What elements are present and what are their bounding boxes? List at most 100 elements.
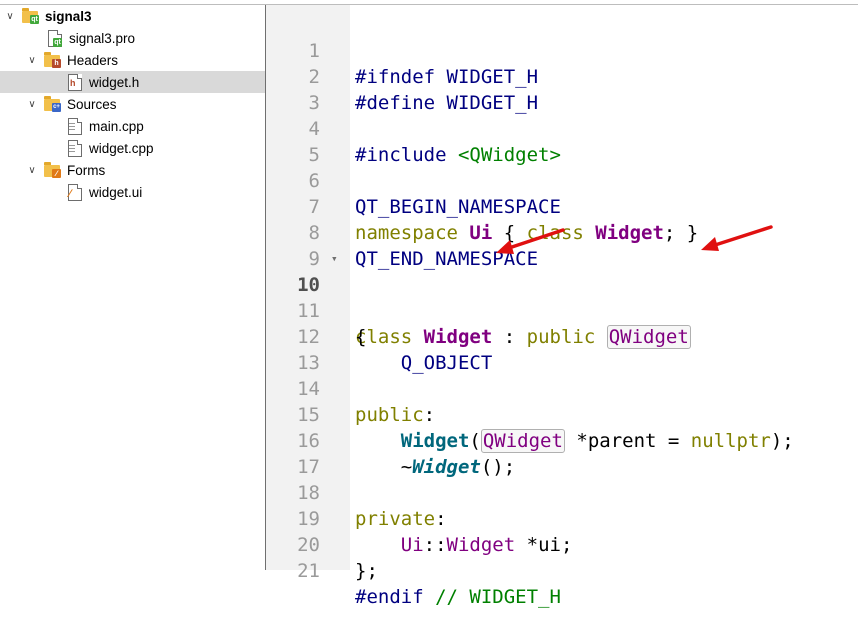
line-number: 20 <box>297 534 320 556</box>
tree-item-sources[interactable]: ∨ c+ Sources <box>26 93 117 115</box>
punctuation: ; } <box>663 222 699 244</box>
line-number: 16 <box>297 430 320 452</box>
cpp-file-icon <box>66 118 83 135</box>
tree-item-label: Headers <box>67 52 119 68</box>
punctuation: { <box>355 326 367 348</box>
code-line[interactable]: 17 <box>266 428 858 478</box>
tree-item-headers[interactable]: ∨ h Headers <box>26 49 118 71</box>
constructor-name: Widget <box>400 430 470 452</box>
punctuation: ); <box>770 430 794 452</box>
tree-item-forms[interactable]: ∨ ∕ Forms <box>26 159 105 181</box>
code-line[interactable]: 20 }; <box>266 506 858 582</box>
code-line[interactable]: 19 Ui::Widget *ui; <box>266 480 858 556</box>
class-name: Widget <box>423 326 493 348</box>
ui-file-icon: ∕ <box>66 184 83 201</box>
code-line[interactable]: 14 public: <box>266 350 858 426</box>
line-number: 21 <box>297 560 320 582</box>
keyword: namespace <box>355 222 458 244</box>
code-line[interactable]: 11 { <box>266 272 858 348</box>
keyword: public <box>355 404 424 426</box>
line-number-gutter <box>266 5 350 570</box>
code-line[interactable]: 13 <box>266 324 858 374</box>
cpp-file-icon <box>66 140 83 157</box>
project-tree[interactable]: ∨ qt signal3 qt signal3.pro ∨ h Headers … <box>0 5 265 570</box>
line-number: 5 <box>308 144 320 166</box>
code-line[interactable]: 2 #define WIDGET_H <box>266 38 858 114</box>
line-number: 18 <box>297 482 320 504</box>
chevron-down-icon[interactable]: ∨ <box>28 98 36 110</box>
fold-marker-icon[interactable]: ▾ <box>331 252 338 265</box>
parameter: *parent = <box>564 430 691 452</box>
destructor-tilde: ~ <box>355 456 413 478</box>
keyword: class <box>355 326 413 348</box>
tree-item-project[interactable]: ∨ qt signal3 <box>4 5 92 27</box>
line-number: 1 <box>308 40 320 62</box>
keyword: public <box>526 326 596 348</box>
tree-item-label: widget.ui <box>89 184 143 200</box>
chevron-down-icon[interactable]: ∨ <box>28 164 36 176</box>
tree-item-label: Forms <box>67 162 106 178</box>
whitespace <box>424 586 435 608</box>
code-line[interactable]: 21 #endif // WIDGET_H <box>266 532 858 608</box>
preprocessor-directive: #endif <box>355 586 424 608</box>
member-declarator: *ui; <box>515 534 573 556</box>
code-editor[interactable]: 1 #ifndef WIDGET_H 2 #define WIDGET_H 3 … <box>266 5 858 608</box>
chevron-down-icon[interactable]: ∨ <box>6 10 14 22</box>
namespace-name: Ui <box>400 534 424 556</box>
line-number: 17 <box>297 456 320 478</box>
tree-item-label: main.cpp <box>89 118 144 134</box>
line-number: 7 <box>308 196 320 218</box>
preprocessor-directive: #ifndef WIDGET_H <box>355 66 539 88</box>
tree-item-widget-h[interactable]: h widget.h <box>0 71 265 93</box>
line-number: 9 <box>308 248 320 270</box>
line-number: 11 <box>297 300 320 322</box>
code-line[interactable]: 12 Q_OBJECT <box>266 298 858 374</box>
top-border <box>0 4 858 5</box>
line-number: 19 <box>297 508 320 530</box>
code-line[interactable]: 1 #ifndef WIDGET_H <box>266 12 858 88</box>
punctuation: : <box>423 404 436 426</box>
tree-item-widget-ui[interactable]: ∕ widget.ui <box>66 181 142 203</box>
code-line[interactable]: 15 Widget(QWidget *parent = nullptr); <box>266 376 858 453</box>
code-line[interactable]: 8 QT_END_NAMESPACE <box>266 194 858 270</box>
code-line[interactable]: 5 <box>266 116 858 166</box>
line-number: 15 <box>297 404 320 426</box>
code-line[interactable]: 18 private: <box>266 454 858 530</box>
class-name: Widget <box>595 222 664 244</box>
header-file-icon: h <box>66 74 83 91</box>
punctuation: : <box>492 326 527 348</box>
tree-item-signal3-pro[interactable]: qt signal3.pro <box>46 27 135 49</box>
macro: QT_END_NAMESPACE <box>355 248 539 270</box>
panel-splitter[interactable] <box>265 5 266 570</box>
tree-item-main-cpp[interactable]: main.cpp <box>66 115 144 137</box>
keyword: private <box>355 508 436 530</box>
destructor-name: Widget <box>412 456 481 478</box>
code-line[interactable]: 9 <box>266 220 858 270</box>
line-number: 4 <box>308 118 320 140</box>
macro: QT_BEGIN_NAMESPACE <box>355 196 561 218</box>
line-number: 10 <box>297 274 320 296</box>
code-line-current[interactable]: 10 ▾ class Widget : public QWidget <box>266 246 858 349</box>
headers-folder-icon: h <box>44 52 61 68</box>
punctuation: : <box>435 508 447 530</box>
tree-item-widget-cpp[interactable]: widget.cpp <box>66 137 154 159</box>
macro: Q_OBJECT <box>400 352 493 374</box>
chevron-down-icon[interactable]: ∨ <box>28 54 36 66</box>
line-number: 12 <box>297 326 320 348</box>
code-line[interactable]: 16 ~Widget(); <box>266 402 858 478</box>
tree-item-label: widget.h <box>89 74 140 90</box>
type-name: QWidget <box>480 429 565 453</box>
class-name: Widget <box>446 534 516 556</box>
comment: // WIDGET_H <box>435 586 561 608</box>
code-line[interactable]: 4 #include <QWidget> <box>266 90 858 166</box>
code-line[interactable]: 3 <box>266 64 858 114</box>
line-number: 2 <box>308 66 320 88</box>
qt-pro-file-icon: qt <box>46 30 63 47</box>
code-line[interactable]: 6 QT_BEGIN_NAMESPACE <box>266 142 858 218</box>
punctuation: :: <box>423 534 447 556</box>
code-line[interactable]: 7 namespace Ui { class Widget; } <box>266 168 858 244</box>
line-number: 6 <box>308 170 320 192</box>
tree-item-label: signal3 <box>45 8 92 24</box>
tree-item-label: signal3.pro <box>69 30 136 46</box>
punctuation: ( <box>469 430 481 452</box>
